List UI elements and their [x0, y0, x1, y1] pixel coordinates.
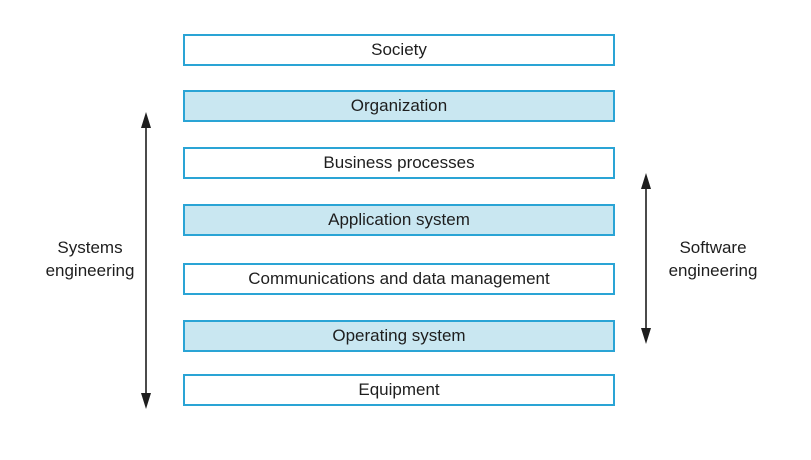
systems-engineering-arrow	[141, 112, 151, 409]
layer-organization: Organization	[183, 90, 615, 122]
layer-label: Application system	[328, 210, 470, 229]
label-line-1: Software	[679, 238, 747, 257]
arrowhead-down-icon	[641, 328, 651, 344]
layer-application-system: Application system	[183, 204, 615, 236]
layer-operating-system: Operating system	[183, 320, 615, 352]
software-engineering-arrow	[641, 173, 651, 344]
layer-equipment: Equipment	[183, 374, 615, 406]
layer-society: Society	[183, 34, 615, 66]
layer-communications-data-management: Communications and data management	[183, 263, 615, 295]
arrowhead-up-icon	[141, 112, 151, 128]
layer-label: Organization	[350, 96, 448, 115]
layer-label: Business processes	[323, 153, 475, 172]
layer-label: Equipment	[358, 380, 440, 399]
systems-engineering-label: Systems engineering	[40, 236, 140, 282]
layer-business-processes: Business processes	[183, 147, 615, 179]
arrowhead-up-icon	[641, 173, 651, 189]
label-line-2: engineering	[45, 261, 135, 280]
arrowhead-down-icon	[141, 393, 151, 409]
label-line-2: engineering	[668, 261, 758, 280]
layer-label: Communications and data management	[248, 269, 550, 288]
software-engineering-label: Software engineering	[663, 236, 763, 282]
layer-label: Operating system	[332, 326, 466, 345]
label-line-1: Systems	[57, 238, 123, 257]
layer-label: Society	[371, 40, 427, 59]
